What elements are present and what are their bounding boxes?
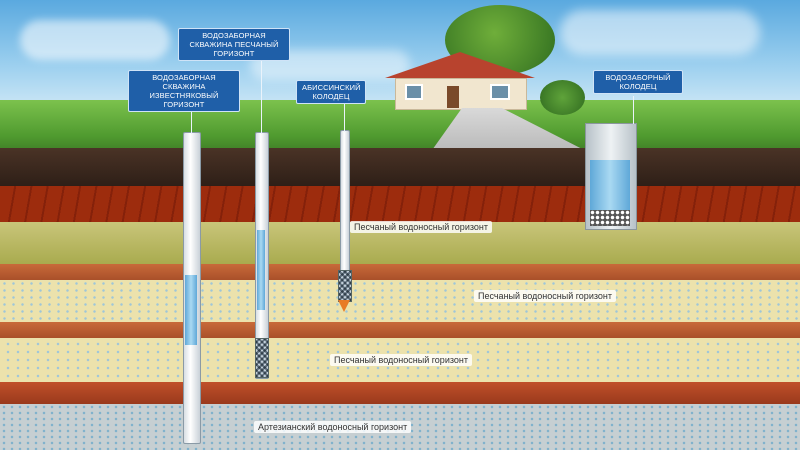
sand-well-filter <box>255 338 269 378</box>
leader-line <box>261 56 262 134</box>
aquifer-label-artesian: Артезианский водоносный горизонт <box>254 421 412 433</box>
leader-line <box>191 94 192 134</box>
clay-layer-3 <box>0 322 800 338</box>
aquifer-label-sand-2: Песчаный водоносный горизонт <box>474 290 616 302</box>
cloud <box>560 10 760 55</box>
topsoil-layer <box>0 148 800 186</box>
limestone-well-water <box>185 275 197 345</box>
callout-sand-well: Водозаборная скважина песчаный горизонт <box>178 28 290 61</box>
aquifer-label-sand-1: Песчаный водоносный горизонт <box>350 221 492 233</box>
callout-limestone-well: Водозаборная скважина известняковый гори… <box>128 70 240 112</box>
clay-layer-2 <box>0 264 800 280</box>
sand-layer-1 <box>0 280 800 322</box>
callout-abyssinian: Абиссинский колодец <box>296 80 366 104</box>
clay-layer-4 <box>0 382 800 404</box>
leader-line <box>633 96 634 124</box>
leader-line <box>344 104 345 132</box>
house-icon <box>385 52 535 110</box>
abyssinian-pipe <box>340 130 350 272</box>
dug-well-water <box>590 160 630 215</box>
drill-bit-icon <box>338 300 350 312</box>
cloud <box>20 20 170 60</box>
bush <box>540 80 585 115</box>
aquifer-label-sand-3: Песчаный водоносный горизонт <box>330 354 472 366</box>
sand-well-water <box>257 230 265 310</box>
clay-layer-1 <box>0 186 800 222</box>
callout-dug-well: Водозаборный колодец <box>593 70 683 94</box>
dug-well-gravel <box>590 210 630 226</box>
abyssinian-filter <box>338 270 352 302</box>
